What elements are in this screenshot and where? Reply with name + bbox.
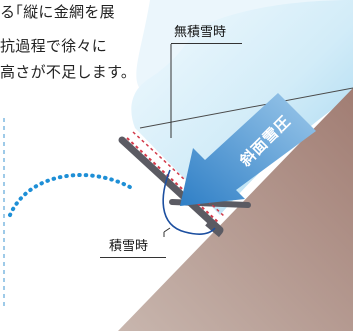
deformed-net-curve [162, 169, 216, 235]
slope-pressure-arrow [180, 93, 316, 206]
intro-text-line-3: 高さが不足します。 [0, 63, 137, 81]
snow-pack [131, 0, 353, 215]
intro-text-line-2: 抗過程で徐々に [0, 37, 108, 55]
with-snow-underline [100, 257, 166, 258]
with-snow-label: 積雪時 [109, 239, 149, 254]
ground-slope [118, 88, 353, 331]
intro-text-line-1: る｢縦に金網を展 [0, 3, 115, 21]
no-snow-underline [171, 43, 242, 44]
slope-surface-line [139, 87, 353, 129]
no-snow-label: 無積雪時 [174, 25, 227, 40]
dotted-arc [8, 173, 137, 217]
